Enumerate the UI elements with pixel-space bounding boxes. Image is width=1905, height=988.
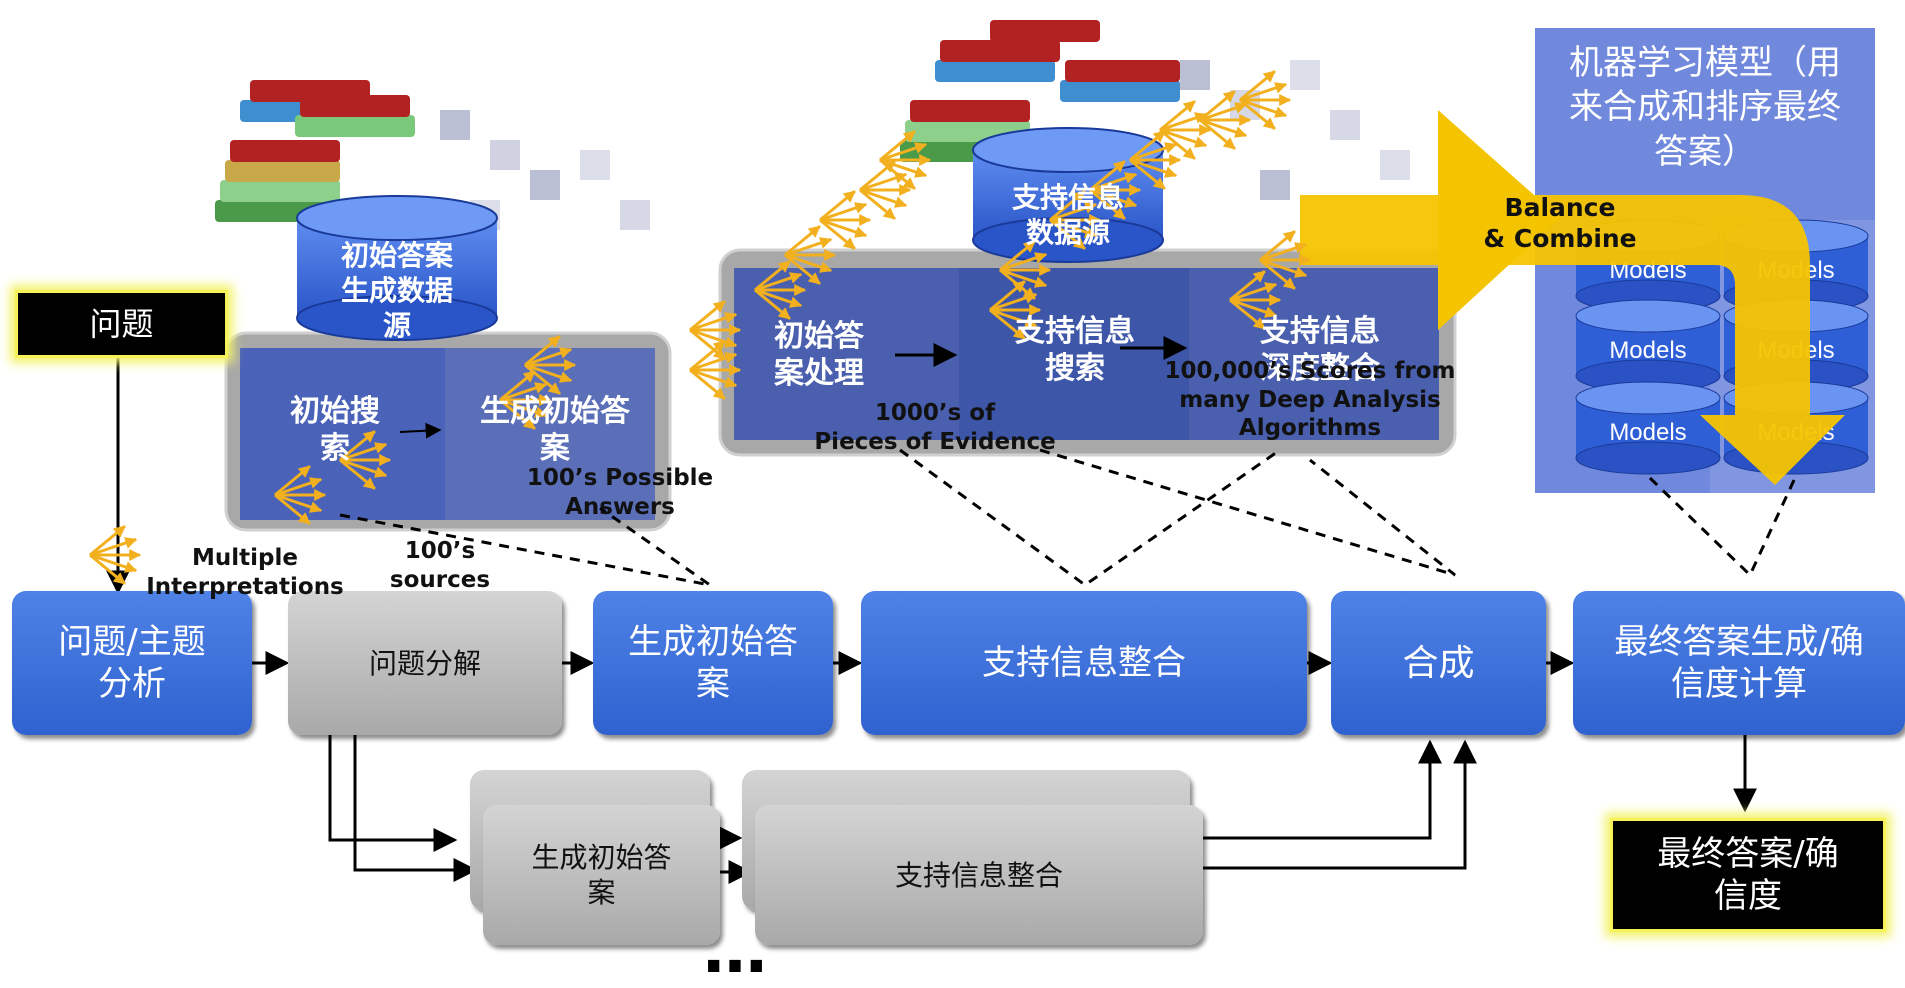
fan-arrow-group — [879, 130, 932, 190]
question-analysis-step[interactable]: 问题/主题 分析 — [12, 591, 252, 735]
primary-search-label: 初始搜 索 — [290, 393, 380, 467]
question-decomposition-step[interactable]: 问题分解 — [288, 591, 562, 735]
books-illustration-left — [215, 80, 415, 222]
fan-arrow-group — [1049, 190, 1102, 250]
model-cylinder: Models — [1575, 299, 1721, 393]
synthesis-step[interactable]: 合成 — [1331, 591, 1546, 735]
mosaic-decoration — [440, 60, 1410, 230]
ellipsis: … — [703, 914, 767, 988]
balance-combine-curve — [1300, 195, 1845, 485]
fan-arrow-group — [1089, 160, 1142, 220]
evidence-retrieval-label: 支持信息 搜索 — [1015, 313, 1135, 387]
parallel-evidence-step[interactable]: 支持信息整合 — [755, 805, 1203, 945]
panel-arrow-1 — [399, 422, 442, 439]
multiple-interpretations-note: Multiple Interpretations — [146, 545, 344, 600]
evidence-sources-label: 支持信息 数据源 — [1011, 181, 1124, 249]
panel-cell-generate — [445, 348, 655, 520]
fan-arrow-group — [689, 300, 742, 360]
fan-arrow-group — [859, 160, 912, 220]
fan-arrow-group — [499, 370, 552, 430]
evidence-scoring-step[interactable]: 支持信息整合 — [861, 591, 1307, 735]
model-label: Models — [1609, 337, 1686, 364]
fan-arrow-group — [754, 260, 807, 320]
answer-sources-database — [296, 195, 498, 341]
question-box: 问题 — [15, 290, 228, 358]
model-label: Models — [1609, 419, 1686, 446]
fan-arrow-group — [1259, 230, 1312, 290]
fan-arrow-group — [784, 225, 837, 285]
possible-answers-note: 100’s Possible Answers — [526, 465, 714, 520]
candidate-generation-label: 生成初始答 案 — [480, 393, 630, 467]
dashed-connectors — [339, 448, 1797, 587]
hypothesis-generation-step[interactable]: 生成初始答 案 — [593, 591, 833, 735]
answer-sources-label: 初始答案 生成数据 源 — [340, 238, 453, 342]
balance-combine-label: Balance & Combine — [1483, 192, 1637, 253]
final-confidence-step[interactable]: 最终答案生成/确 信度计算 — [1573, 591, 1905, 735]
fan-arrow-group — [274, 465, 327, 525]
panel-cell-search — [240, 348, 445, 520]
scores-note: 100,000’s Scores from many Deep Analysis… — [1164, 357, 1456, 442]
parallel-hypothesis-step[interactable]: 生成初始答 案 — [483, 805, 720, 945]
fan-arrow-group — [89, 525, 142, 585]
fan-arrow-group — [524, 335, 577, 395]
balance-arrow-head — [1438, 110, 1560, 330]
pipeline-arrows — [106, 358, 1757, 884]
fan-arrow-group — [339, 430, 392, 490]
fan-arrow-group — [1129, 130, 1182, 190]
ml-model-title: 机器学习模型（用 来合成和排序最终 答案） — [1569, 43, 1841, 172]
model-cylinder: Models — [1575, 381, 1721, 475]
fan-arrow-group — [1159, 100, 1212, 160]
fan-arrow-group — [1229, 270, 1282, 330]
fan-arrow-group — [689, 340, 742, 400]
fan-out-arrows — [89, 70, 1312, 585]
sources-count-note: 100’s sources — [389, 538, 491, 593]
panel-cell-deep — [1189, 268, 1439, 440]
answer-processing-label: 初始答 案处理 — [774, 318, 864, 392]
fan-arrow-group — [1199, 90, 1252, 150]
fan-arrow-group — [1239, 70, 1292, 130]
panel-cell-retrieval — [959, 268, 1189, 440]
fan-arrow-group — [819, 190, 872, 250]
evidence-pieces-note: 1000’s of Pieces of Evidence — [814, 400, 1056, 455]
final-answer-box: 最终答案/确 信度 — [1610, 818, 1886, 932]
fan-arrow-group — [999, 240, 1052, 300]
deep-evidence-label: 支持信息 深度整合 — [1260, 313, 1380, 387]
